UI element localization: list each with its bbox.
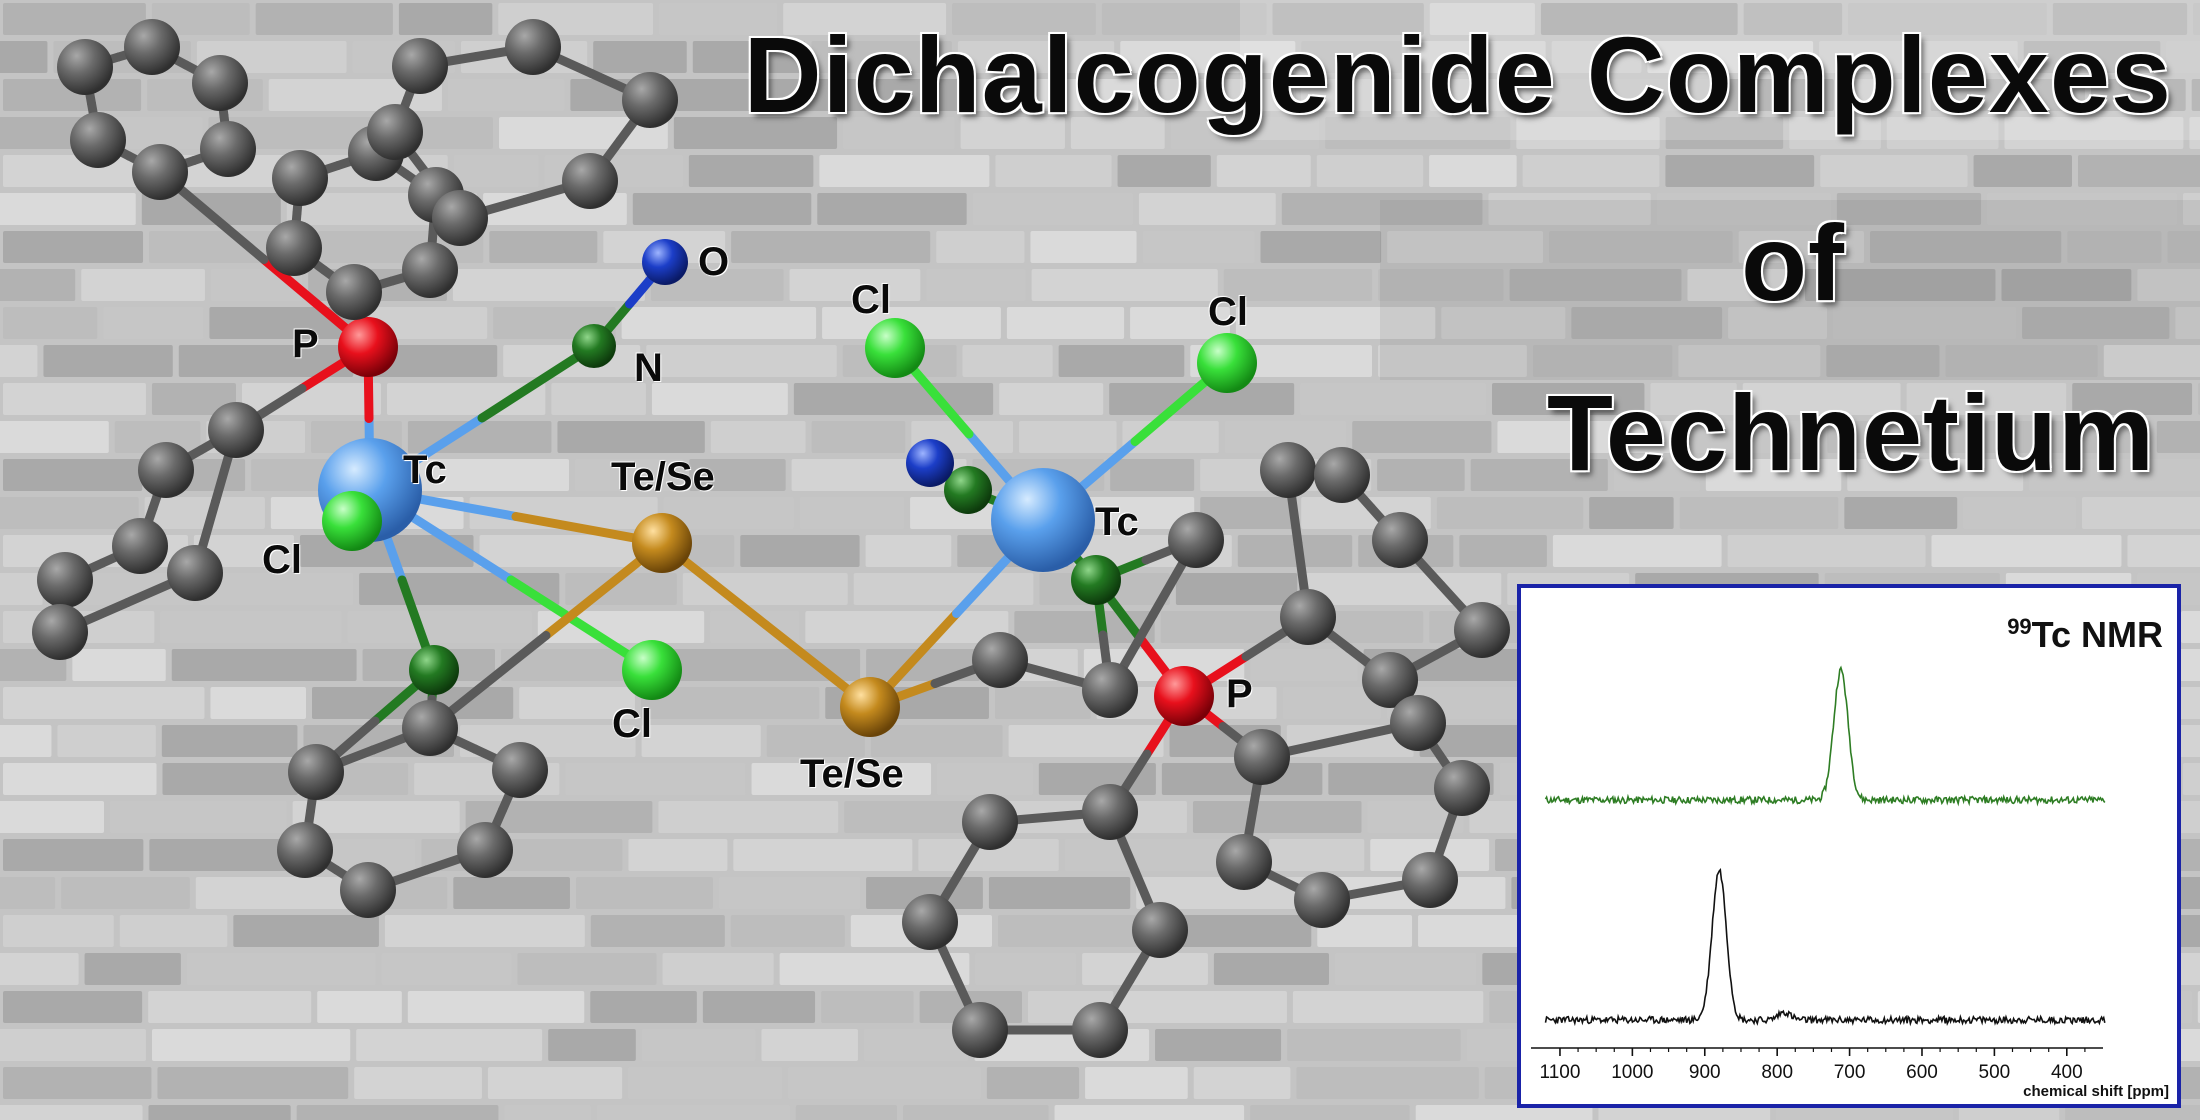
atom-a6 [70,112,126,168]
nmr-nucleus-mass: 99 [2007,614,2032,639]
atom-b5 [326,264,382,320]
atom-g2 [1216,834,1272,890]
atom-f6 [1280,589,1336,645]
atom-f5 [1362,652,1418,708]
atom-NR [944,466,992,514]
atom-h5 [1072,1002,1128,1058]
atom-NL [572,324,616,368]
nmr-tick-label-1000: 1000 [1611,1062,1653,1083]
atom-g5 [1434,760,1490,816]
label-tc-right: Tc [1095,500,1139,544]
atom-h4 [952,1002,1008,1058]
atom-g1 [1234,729,1290,785]
label-te-se-bottom: Te/Se [800,752,904,796]
atom-e6 [492,742,548,798]
label-te-se-top: Te/Se [611,455,715,499]
atom-f1 [1260,442,1316,498]
atom-d2 [138,442,194,498]
nmr-nucleus-label: Tc NMR [2031,614,2163,655]
title-line-3: Technetium [1546,372,2155,493]
atom-d5 [32,604,88,660]
label-p-left: P [292,322,319,366]
atom-TcR [991,468,1095,572]
atom-OL [642,239,688,285]
atom-PL [338,317,398,377]
atom-g6 [1390,695,1446,751]
atom-i2 [1082,662,1138,718]
atom-a5 [132,144,188,200]
atom-e2 [288,744,344,800]
label-o: O [698,240,730,284]
atom-c3 [622,72,678,128]
atom-a2 [124,19,180,75]
atom-e5 [457,822,513,878]
atom-g3 [1294,872,1350,928]
atom-i3 [1168,512,1224,568]
nmr-title: 99Tc NMR [2007,614,2163,656]
title-line-1: Dichalcogenide Complexes [743,14,2172,135]
nmr-series-top [1544,665,2106,807]
atom-ClL2 [622,640,682,700]
nmr-tick-label-600: 600 [1906,1062,1938,1083]
nmr-x-axis-label: chemical shift [ppm] [2023,1083,2169,1100]
atom-c1 [392,38,448,94]
label-cl-right-2: Cl [1208,290,1248,334]
nmr-series-bottom [1544,868,2106,1027]
atom-c2 [505,19,561,75]
label-tc-left: Tc [403,448,447,492]
bond-1-b [477,341,599,423]
atom-d6 [167,545,223,601]
atom-h1 [1082,784,1138,840]
label-p-right: P [1226,672,1253,716]
atom-d4 [37,552,93,608]
atom-OR [906,439,954,487]
atom-e1 [402,700,458,756]
nmr-tick-label-800: 800 [1761,1062,1793,1083]
nmr-spectrum-panel: 1100 1000 900 800 700 600 500 400 99Tc NMR chem… [1517,584,2181,1108]
atom-b4 [402,242,458,298]
atom-d1 [208,402,264,458]
nmr-chart: 1100 1000 900 800 700 600 500 400 [1531,665,2106,1083]
nmr-tick-label-700: 700 [1834,1062,1866,1083]
atom-e4 [340,862,396,918]
atom-c4 [562,153,618,209]
label-cl-left: Cl [262,538,302,582]
nmr-tick-label-400: 400 [2051,1062,2083,1083]
atom-g4 [1402,852,1458,908]
atom-f4 [1454,602,1510,658]
atom-b1 [272,150,328,206]
nmr-tick-label-1100: 1100 [1540,1062,1581,1083]
atom-XT [632,513,692,573]
atom-f2 [1314,447,1370,503]
atom-h3 [902,894,958,950]
atom-a4 [200,121,256,177]
atom-f3 [1372,512,1428,568]
atom-PR [1154,666,1214,726]
nmr-tick-label-900: 900 [1689,1062,1721,1083]
atom-i1 [972,632,1028,688]
atom-e3 [277,822,333,878]
atom-a3 [192,55,248,111]
atom-ClR1 [865,318,925,378]
atom-c6 [367,104,423,160]
label-cl-left-bottom: Cl [612,702,652,746]
atom-h2 [962,794,1018,850]
label-n: N [634,346,663,390]
atom-d3 [112,518,168,574]
atom-a1 [57,39,113,95]
atom-h6 [1132,902,1188,958]
atom-NL2 [409,645,459,695]
atom-ClL1 [322,491,382,551]
nmr-tick-label-500: 500 [1979,1062,2011,1083]
atom-b6 [266,220,322,276]
atom-ClR2 [1197,333,1257,393]
title-line-2: of [1741,202,1845,323]
label-cl-right-1: Cl [851,278,891,322]
atom-NR2 [1071,555,1121,605]
atom-XB [840,677,900,737]
atom-c5 [432,190,488,246]
